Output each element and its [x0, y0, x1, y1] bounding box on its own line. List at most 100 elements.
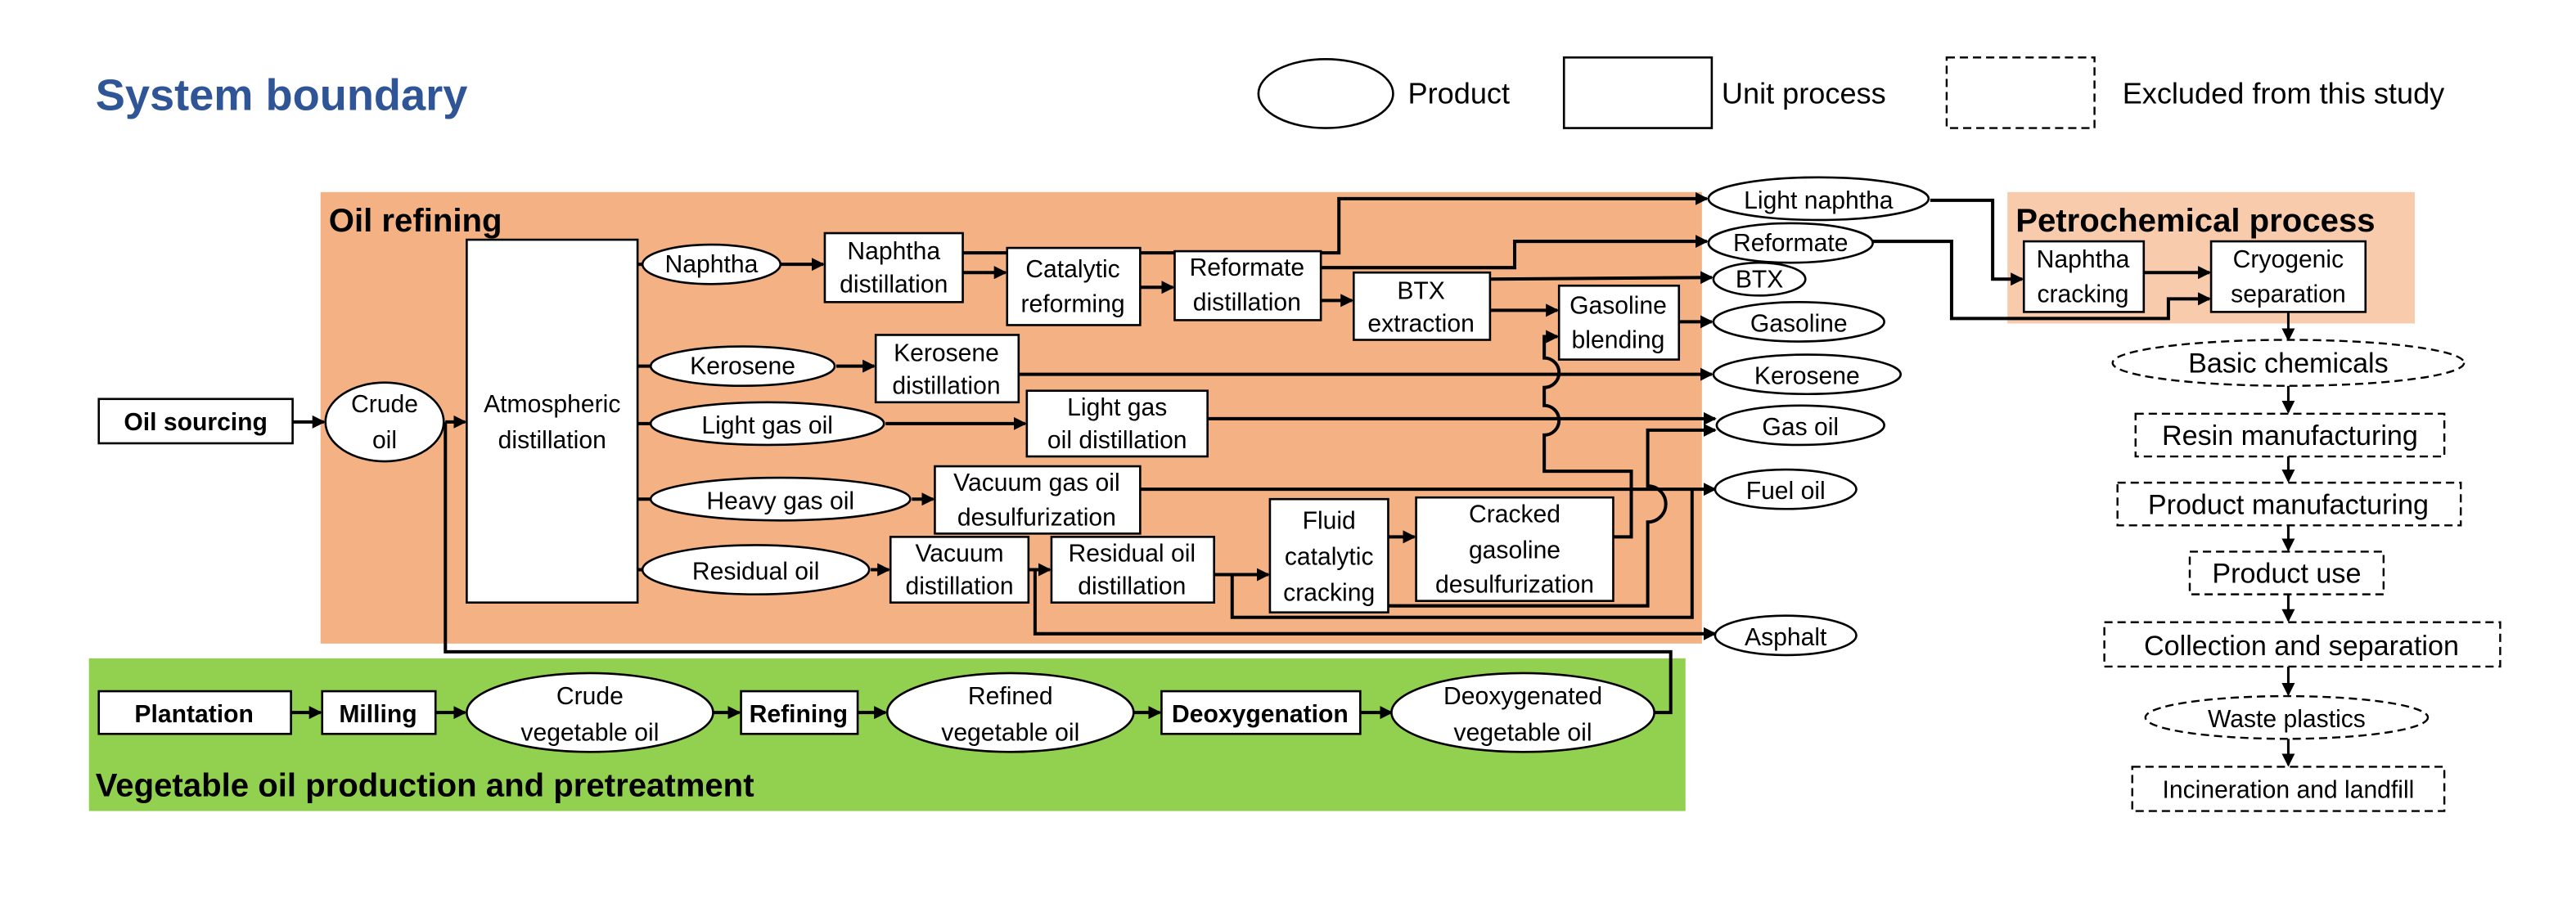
node-light-gas-oil-distillation[interactable]: Light gas oil distillation — [1025, 389, 1209, 458]
reformate-label: Reformate — [1733, 230, 1849, 257]
incineration-label: Incineration and landfill — [2163, 777, 2415, 804]
legend-unit-process-label: Unit process — [1722, 76, 1886, 110]
light-naphtha-label: Light naphtha — [1744, 187, 1894, 214]
vegetable-oil-title: Vegetable oil production and pretreatmen… — [96, 767, 754, 804]
node-product-manufacturing[interactable]: Product manufacturing — [2116, 481, 2462, 527]
node-resin-manufacturing[interactable]: Resin manufacturing — [2134, 412, 2446, 458]
legend-excluded-label: Excluded from this study — [2123, 76, 2445, 110]
product-fuel-oil[interactable]: Fuel oil — [1714, 468, 1858, 510]
oil-refining-title: Oil refining — [329, 202, 502, 239]
product-use-label: Product use — [2212, 559, 2361, 590]
node-kerosene-distillation[interactable]: Kerosene distillation — [874, 334, 1020, 404]
node-atmospheric-distillation[interactable]: Atmospheric distillation — [466, 238, 639, 604]
naphtha-label: Naphtha — [665, 251, 759, 278]
oil-sourcing-label: Oil sourcing — [124, 409, 268, 436]
fcc-label-1: Fluid — [1303, 507, 1356, 534]
nc-label-2: cracking — [2037, 281, 2128, 308]
arrow-cgd-to-gasoline-blending — [1542, 330, 1633, 539]
node-catalytic-reforming[interactable]: Catalytic reforming — [1006, 246, 1142, 326]
basic-chemicals-label: Basic chemicals — [2188, 348, 2389, 380]
lgo-label: Light gas oil — [701, 412, 833, 439]
node-btx-extraction[interactable]: BTX extraction — [1352, 271, 1492, 341]
node-vacuum-distillation[interactable]: Vacuum distillation — [889, 536, 1030, 604]
node-waste-plastics[interactable]: Waste plastics — [2144, 694, 2430, 740]
node-crude-oil[interactable]: Crude oil — [324, 381, 445, 463]
gb-label-1: Gasoline — [1569, 292, 1667, 319]
node-refined-vegetable-oil[interactable]: Refined vegetable oil — [885, 672, 1135, 753]
node-naphtha[interactable]: Naphtha — [641, 243, 782, 285]
node-residual-oil[interactable]: Residual oil — [641, 544, 871, 595]
node-cryogenic-separation[interactable]: Cryogenic separation — [2209, 240, 2367, 313]
lgod-label-1: Light gas — [1067, 394, 1167, 421]
node-collection-separation[interactable]: Collection and separation — [2103, 621, 2502, 668]
cgd-label-3: desulfurization — [1435, 572, 1594, 599]
vd-label-2: distillation — [905, 573, 1013, 600]
arrow-fcc-to-gas-oil — [1388, 423, 1717, 608]
cs-label-2: separation — [2231, 281, 2346, 308]
nd-label-2: distillation — [840, 271, 948, 298]
plantation-label: Plantation — [134, 701, 253, 728]
arrow-to-light-naphtha — [962, 191, 1709, 255]
product-gasoline[interactable]: Gasoline — [1712, 301, 1885, 343]
nc-label-1: Naphtha — [2037, 246, 2130, 273]
node-residual-oil-distillation[interactable]: Residual oil distillation — [1050, 536, 1215, 604]
node-deoxygenation[interactable]: Deoxygenation — [1160, 690, 1362, 735]
lgod-label-2: oil distillation — [1047, 427, 1187, 454]
product-reformate[interactable]: Reformate — [1707, 222, 1874, 264]
product-light-naphtha[interactable]: Light naphtha — [1707, 176, 1930, 222]
node-basic-chemicals[interactable]: Basic chemicals — [2111, 339, 2466, 387]
dvo-label-1: Deoxygenated — [1443, 683, 1602, 710]
cgd-label-2: gasoline — [1469, 537, 1560, 564]
node-light-gas-oil[interactable]: Light gas oil — [649, 401, 885, 447]
cvo-label-2: vegetable oil — [520, 719, 659, 746]
collection-label: Collection and separation — [2144, 631, 2459, 662]
btx-label-2: extraction — [1367, 310, 1474, 337]
legend-product-label: Product — [1408, 76, 1511, 110]
connectors — [290, 191, 2295, 767]
node-naphtha-cracking[interactable]: Naphtha cracking — [2022, 240, 2146, 313]
node-deoxygenated-vegetable-oil[interactable]: Deoxygenated vegetable oil — [1390, 672, 1655, 753]
vgod-label-2: desulfurization — [957, 504, 1116, 531]
fcc-label-3: cracking — [1283, 580, 1375, 607]
fcc-label-2: catalytic — [1285, 544, 1374, 571]
node-incineration-landfill[interactable]: Incineration and landfill — [2131, 766, 2446, 812]
product-gas-oil[interactable]: Gas oil — [1715, 404, 1885, 447]
node-vacuum-gas-oil-desulfurization[interactable]: Vacuum gas oil desulfurization — [934, 465, 1142, 535]
gasoline-label: Gasoline — [1750, 310, 1848, 337]
refining-label: Refining — [750, 701, 848, 728]
product-asphalt[interactable]: Asphalt — [1714, 614, 1858, 657]
node-gasoline-blending[interactable]: Gasoline blending — [1557, 284, 1681, 361]
cr-label-1: Catalytic — [1025, 256, 1119, 283]
node-plantation[interactable]: Plantation — [97, 690, 292, 735]
node-product-use[interactable]: Product use — [2188, 550, 2385, 595]
cvo-label-1: Crude — [556, 683, 624, 710]
dvo-label-2: vegetable oil — [1454, 719, 1592, 746]
arrow-to-asphalt — [1033, 569, 1717, 640]
node-naphtha-distillation[interactable]: Naphtha distillation — [823, 231, 964, 303]
product-manufacturing-label: Product manufacturing — [2148, 489, 2429, 520]
rd-label-1: Reformate — [1190, 254, 1305, 281]
deoxygenation-label: Deoxygenation — [1172, 701, 1349, 728]
product-btx[interactable]: BTX — [1712, 261, 1807, 297]
page-title: System boundary — [96, 70, 468, 119]
node-reformate-distillation[interactable]: Reformate distillation — [1173, 249, 1322, 321]
node-heavy-gas-oil[interactable]: Heavy gas oil — [649, 476, 912, 522]
legend-excluded-symbol — [1945, 56, 2096, 129]
node-fluid-catalytic-cracking[interactable]: Fluid catalytic cracking — [1268, 497, 1389, 614]
legend-unit-process-symbol — [1562, 56, 1714, 129]
cr-label-2: reforming — [1020, 290, 1124, 317]
resin-label: Resin manufacturing — [2162, 420, 2418, 452]
resid-label: Residual oil — [692, 559, 820, 586]
node-cracked-gasoline-desulfurization[interactable]: Cracked gasoline desulfurization — [1415, 496, 1615, 602]
legend: Product Unit process Excluded from this … — [1257, 56, 2445, 129]
rod-label-2: distillation — [1078, 573, 1186, 600]
node-crude-vegetable-oil[interactable]: Crude vegetable oil — [466, 672, 714, 753]
hgo-label: Heavy gas oil — [706, 487, 854, 514]
node-oil-sourcing[interactable]: Oil sourcing — [97, 398, 294, 445]
node-refining[interactable]: Refining — [740, 690, 859, 735]
node-kerosene[interactable]: Kerosene — [649, 345, 836, 388]
product-kerosene[interactable]: Kerosene — [1712, 353, 1903, 396]
petrochemical-title: Petrochemical process — [2015, 202, 2375, 239]
node-milling[interactable]: Milling — [321, 690, 437, 735]
vgod-label-1: Vacuum gas oil — [953, 469, 1120, 496]
